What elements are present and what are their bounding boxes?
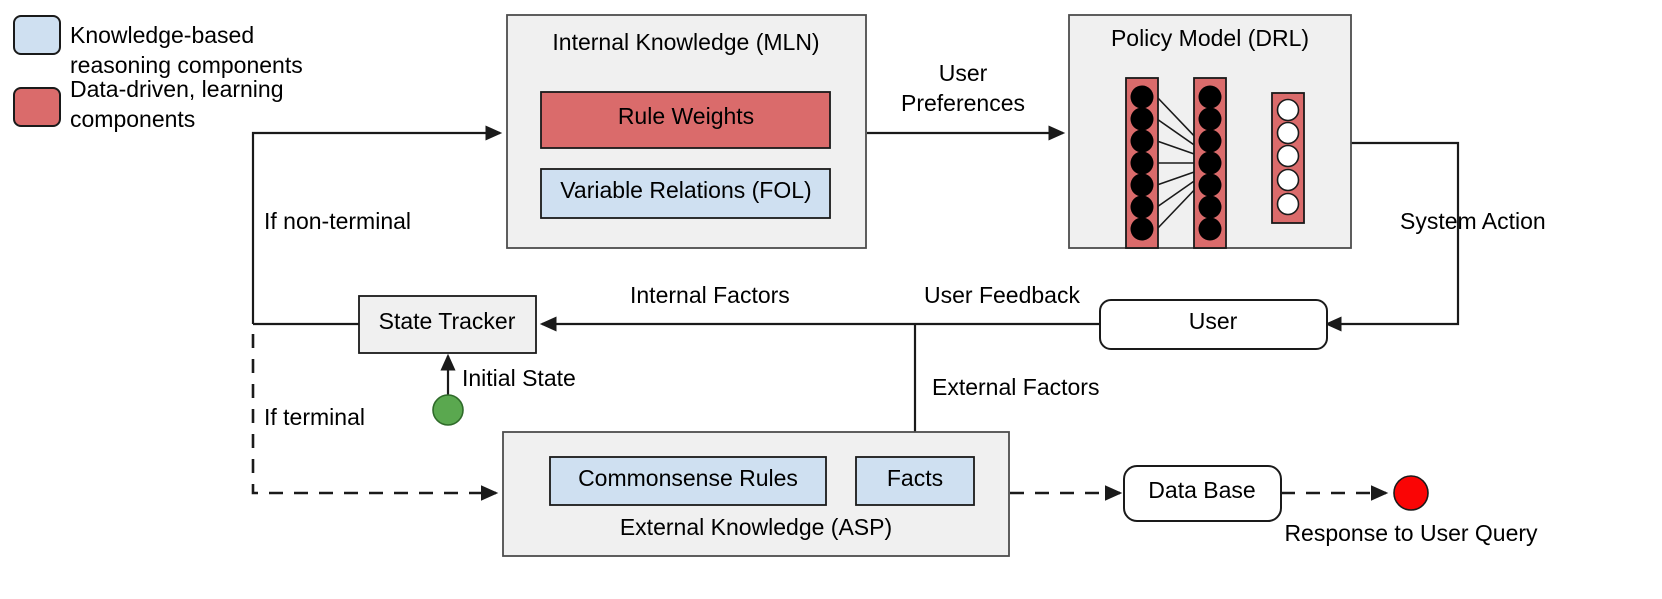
policy-model-title: Policy Model (DRL)	[1111, 25, 1309, 51]
response-to-user-query-label: Response to User Query	[1284, 520, 1538, 546]
state-tracker-box[interactable]	[358, 295, 537, 354]
rule-weights-label: Rule Weights	[618, 103, 754, 129]
block-policy-model[interactable]: Policy Model (DRL)	[1068, 14, 1352, 249]
variable-relations-label: Variable Relations (FOL)	[560, 177, 811, 203]
policy-model-output-layer	[1271, 92, 1305, 224]
initial-state-node	[432, 394, 464, 426]
edge-label-internal-factors: Internal Factors	[630, 282, 790, 308]
edge-if-non-terminal: If non-terminal	[251, 125, 503, 324]
block-user[interactable]: User	[1099, 299, 1328, 350]
legend-label-knowledge-line1: Knowledge-based	[70, 22, 254, 48]
user-label: User	[1189, 308, 1238, 334]
edge-label-initial-state: Initial State	[462, 365, 576, 391]
rule-weights-box[interactable]	[540, 91, 831, 149]
state-tracker-label: State Tracker	[379, 308, 516, 334]
data-base-box[interactable]	[1123, 465, 1282, 522]
data-base-label: Data Base	[1148, 477, 1255, 503]
external-knowledge-title: External Knowledge (ASP)	[620, 514, 892, 540]
edge-external-factors: External Factors	[907, 324, 1099, 477]
response-node	[1393, 475, 1429, 511]
facts-box[interactable]	[855, 456, 975, 506]
edge-internal-factors: Internal Factors User Feedback	[539, 282, 1100, 332]
edge-if-terminal: If terminal	[251, 334, 499, 501]
legend: Knowledge-based reasoning components Dat…	[13, 15, 303, 132]
legend-label-data-driven-line1: Data-driven, learning	[70, 76, 284, 102]
legend-swatch-knowledge	[13, 15, 61, 55]
block-state-tracker[interactable]: State Tracker	[358, 295, 537, 354]
variable-relations-box[interactable]	[540, 168, 831, 219]
legend-label-data-driven-line2: components	[70, 106, 195, 132]
internal-knowledge-title: Internal Knowledge (MLN)	[552, 29, 819, 55]
legend-label-knowledge-line2: reasoning components	[70, 52, 303, 78]
edge-system-action: System Action	[1324, 141, 1546, 332]
commonsense-rules-label: Commonsense Rules	[578, 465, 798, 491]
edge-label-external-factors: External Factors	[932, 374, 1099, 400]
policy-model-hidden-layer	[1193, 77, 1227, 249]
edge-label-user-preferences-line2: Preferences	[901, 90, 1025, 116]
commonsense-rules-box[interactable]	[549, 456, 827, 506]
edge-label-user-preferences-line1: User	[939, 60, 988, 86]
edge-user-preferences: User Preferences	[867, 60, 1066, 141]
user-box[interactable]	[1099, 299, 1328, 350]
block-data-base[interactable]: Data Base	[1123, 465, 1282, 522]
legend-swatch-data-driven	[13, 87, 61, 127]
edge-label-user-feedback: User Feedback	[924, 282, 1080, 308]
edge-label-if-terminal: If terminal	[264, 404, 365, 430]
edge-initial-state: Initial State	[440, 353, 576, 404]
facts-label: Facts	[887, 465, 943, 491]
block-internal-knowledge[interactable]: Internal Knowledge (MLN) Rule Weights Va…	[506, 14, 867, 249]
edge-label-system-action: System Action	[1400, 208, 1546, 234]
block-external-knowledge[interactable]: Commonsense Rules Facts External Knowled…	[502, 431, 1010, 557]
policy-model-input-layer	[1125, 77, 1159, 249]
edge-label-if-non-terminal: If non-terminal	[264, 208, 411, 234]
